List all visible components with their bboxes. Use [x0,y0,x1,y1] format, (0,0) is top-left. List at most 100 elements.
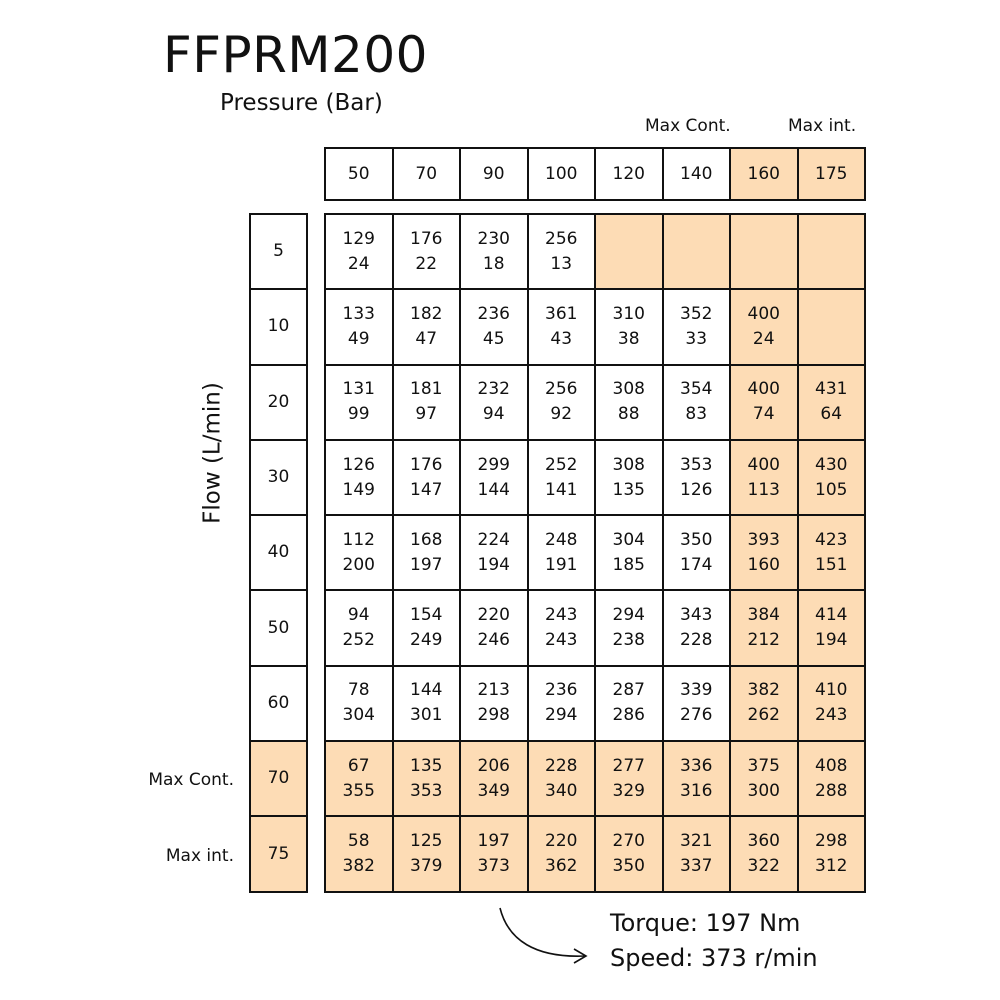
speed-value: 362 [545,856,578,877]
table-cell [663,215,731,291]
speed-value: 316 [680,780,713,801]
speed-value: 228 [680,630,713,651]
torque-value: 176 [410,454,443,475]
speed-value: 22 [415,253,438,274]
speed-value: 74 [752,404,775,425]
torque-value: 135 [410,755,443,776]
torque-value: 294 [612,605,645,626]
torque-value: 343 [680,605,713,626]
speed-value: 379 [410,856,443,877]
speed-value: 92 [550,404,573,425]
speed-value: 276 [680,705,713,726]
speed-value: 113 [747,479,780,500]
flow-header-cell: 40 [251,516,308,592]
flow-header-cell: 70 [251,742,308,818]
torque-value: 256 [545,228,578,249]
torque-value: 230 [477,228,510,249]
torque-value: 67 [347,755,370,776]
torque-value: 133 [342,303,375,324]
flow-header-cell: 5 [251,215,308,291]
speed-value: 64 [820,404,843,425]
speed-value: 286 [612,705,645,726]
torque-value: 431 [815,379,848,400]
speed-value: 243 [545,630,578,651]
row-max-cont-label: Max Cont. [148,770,234,790]
table-cell [798,215,866,291]
speed-value: 160 [747,554,780,575]
speed-value: 353 [410,780,443,801]
torque-value: 414 [815,605,848,626]
speed-value: 191 [545,554,578,575]
speed-value: 382 [342,856,375,877]
torque-value: 299 [477,454,510,475]
speed-value: 13 [550,253,573,274]
torque-value: 304 [612,529,645,550]
speed-value: 200 [342,554,375,575]
row-max-int-label: Max int. [165,846,234,866]
speed-value: 212 [747,630,780,651]
speed-value: 141 [545,479,578,500]
torque-value: 78 [347,680,370,701]
speed-value: 301 [410,705,443,726]
torque-value: 408 [815,755,848,776]
speed-value: 329 [612,780,645,801]
torque-value: 336 [680,755,713,776]
torque-value: 176 [410,228,443,249]
torque-value: 232 [477,379,510,400]
speed-value: 238 [612,630,645,651]
speed-value: 350 [612,856,645,877]
speed-value: 144 [477,479,510,500]
pressure-header-cell: 175 [798,149,866,201]
torque-value: 236 [545,680,578,701]
speed-value: 355 [342,780,375,801]
speed-value: 312 [815,856,848,877]
torque-value: 228 [545,755,578,776]
speed-value: 249 [410,630,443,651]
torque-value: 243 [545,605,578,626]
flow-header-cell: 75 [251,817,308,893]
speed-value: 322 [747,856,780,877]
speed-value: 83 [685,404,708,425]
torque-value: 256 [545,379,578,400]
speed-value: 340 [545,780,578,801]
torque-value: 354 [680,379,713,400]
torque-value: 125 [410,831,443,852]
torque-value: 352 [680,303,713,324]
torque-value: 182 [410,303,443,324]
speed-value: 304 [342,705,375,726]
header-max-cont-label: Max Cont. [645,116,731,136]
speed-value: 33 [685,328,708,349]
table-cell [731,215,799,291]
torque-value: 220 [477,605,510,626]
speed-value: 88 [617,404,640,425]
pressure-header-row: 50 70 90 100 120 140 160 175 [324,147,866,201]
speed-value: 298 [477,705,510,726]
legend-speed: Speed: 373 r/min [610,944,818,972]
torque-value: 375 [747,755,780,776]
speed-value: 185 [612,554,645,575]
torque-value: 131 [342,379,375,400]
torque-value: 400 [747,379,780,400]
